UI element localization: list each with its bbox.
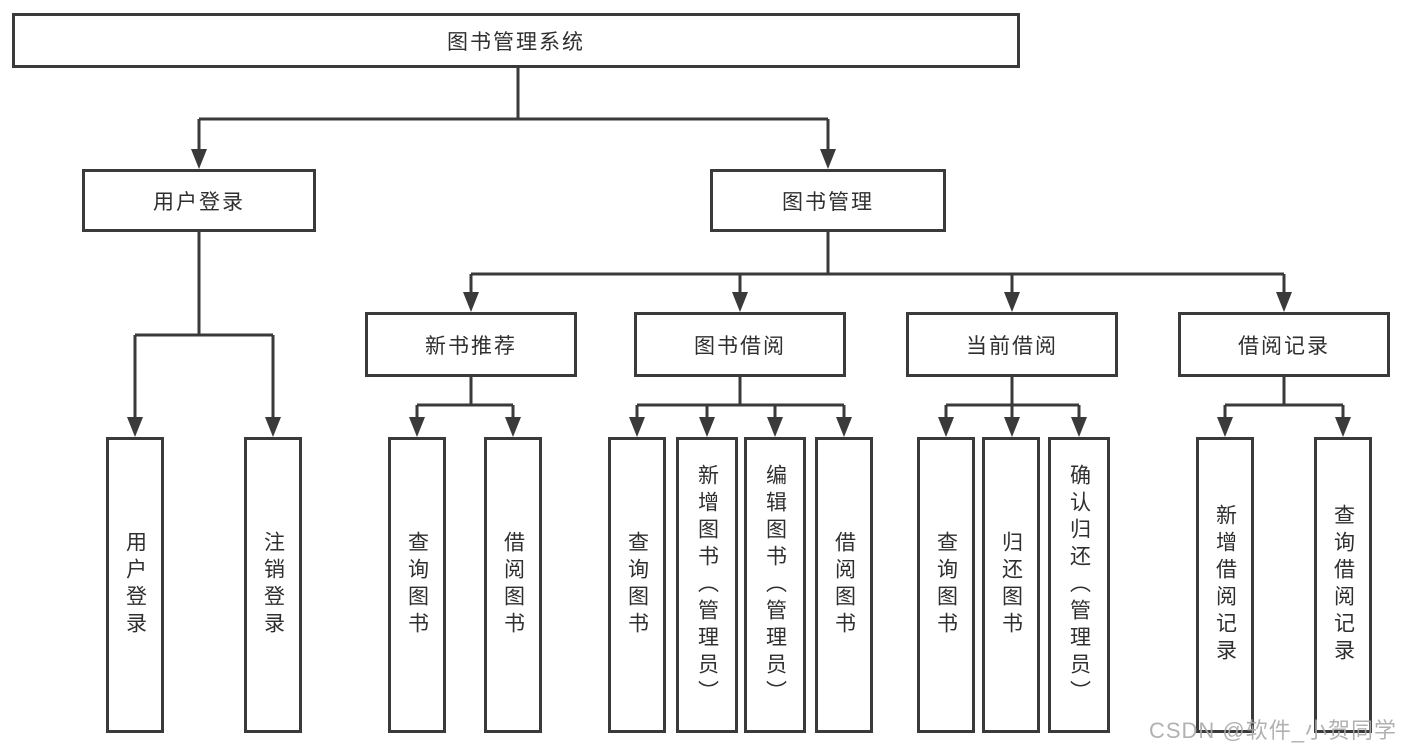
leaf-query-books-borrowing: 查询图书 [608,437,666,733]
node-library-management-system: 图书管理系统 [12,13,1020,68]
node-user-login: 用户登录 [82,169,316,232]
leaf-label: 新增借阅记录 [1213,504,1237,666]
node-new-book-recommendation: 新书推荐 [365,312,577,377]
leaf-label: 查询借阅记录 [1331,504,1355,666]
leaf-label: 编辑图书（管理员） [763,463,787,707]
leaf-add-book-admin: 新增图书（管理员） [676,437,738,733]
leaf-borrow-books-borrowing: 借阅图书 [815,437,873,733]
node-label: 当前借阅 [966,334,1058,358]
leaf-query-borrow-record: 查询借阅记录 [1314,437,1372,733]
node-label: 借阅记录 [1238,334,1330,358]
leaf-return-book: 归还图书 [982,437,1040,733]
node-label: 新书推荐 [425,334,517,358]
node-book-borrowing: 图书借阅 [634,312,846,377]
leaf-label: 查询图书 [934,531,958,639]
node-current-borrowing: 当前借阅 [906,312,1118,377]
leaf-edit-book-admin: 编辑图书（管理员） [744,437,806,733]
leaf-label: 查询图书 [625,531,649,639]
leaf-borrow-books-recommend: 借阅图书 [484,437,542,733]
node-label: 图书管理系统 [447,30,585,54]
node-label: 图书借阅 [694,334,786,358]
leaf-label: 用户登录 [123,531,147,639]
leaf-logout: 注销登录 [244,437,302,733]
csdn-watermark: CSDN @软件_小贺同学 [1148,718,1397,743]
leaf-label: 新增图书（管理员） [695,463,719,707]
leaf-label: 查询图书 [405,531,429,639]
node-label: 用户登录 [153,190,245,214]
leaf-confirm-return-admin: 确认归还（管理员） [1048,437,1110,733]
leaf-user-login: 用户登录 [106,437,164,733]
leaf-query-books-recommend: 查询图书 [388,437,446,733]
leaf-label: 借阅图书 [501,531,525,639]
leaf-add-borrow-record: 新增借阅记录 [1196,437,1254,733]
leaf-label: 确认归还（管理员） [1067,463,1091,707]
node-label: 图书管理 [782,190,874,214]
leaf-label: 借阅图书 [832,531,856,639]
leaf-label: 归还图书 [999,531,1023,639]
leaf-label: 注销登录 [261,531,285,639]
node-borrowing-records: 借阅记录 [1178,312,1390,377]
leaf-query-books-current: 查询图书 [917,437,975,733]
node-book-management: 图书管理 [710,169,946,232]
